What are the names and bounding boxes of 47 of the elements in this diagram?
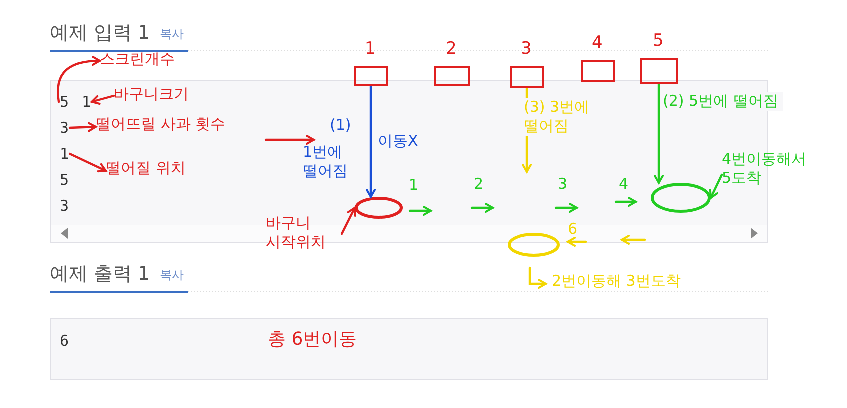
arrow: [709, 174, 724, 200]
annotation-text: 2번이동해 3번도착: [552, 272, 682, 291]
box-number: 4: [592, 34, 603, 53]
annotation-text: 떨어질 위치: [106, 159, 206, 183]
step-number: 4: [619, 175, 630, 194]
code-text: 1: [82, 92, 92, 112]
arrow: [366, 84, 376, 198]
screen-box: [434, 66, 470, 86]
annotation-text: (1): [330, 116, 352, 135]
arrow: [68, 152, 108, 173]
screen-box: [581, 60, 615, 82]
arrow: [57, 56, 102, 104]
step-number: 2: [474, 175, 485, 194]
annotation-text: 떨어뜨릴 사과 횟수: [96, 115, 246, 139]
annotation-text: 1번에 떨어짐: [303, 143, 349, 181]
basket-ellipse: [508, 233, 560, 257]
code-text: 3: [60, 118, 70, 138]
box-number: 2: [446, 40, 457, 59]
code-text: 5: [60, 170, 70, 190]
annotation-text: 바구니 시작위치: [266, 214, 342, 254]
screen-box: [640, 58, 678, 84]
box-number: 5: [653, 32, 664, 51]
step-number: 6: [568, 220, 579, 239]
code-text: 3: [60, 196, 70, 216]
copy-link: 복사: [160, 267, 184, 284]
section-heading: 예제 출력 1: [50, 262, 150, 287]
annotation-text: 총 6번이동: [268, 330, 358, 349]
box-number: 3: [521, 40, 532, 59]
arrow: [340, 206, 356, 236]
arrow: [68, 122, 98, 132]
arrow: [90, 94, 116, 106]
box-number: 1: [365, 40, 376, 59]
screen-box: [510, 66, 544, 88]
annotation-text: 스크린개수: [100, 50, 188, 72]
step-number: 3: [558, 175, 569, 194]
edge-label: (2) 5번에 떨어짐: [663, 92, 783, 111]
annotation-text: 4번이동해서 5도착: [722, 150, 822, 200]
basket-ellipse: [355, 197, 403, 219]
basket-ellipse: [651, 183, 711, 213]
section-heading: 예제 입력 1: [50, 21, 150, 46]
copy-link: 복사: [160, 26, 184, 43]
arrow: [654, 82, 664, 184]
step-number: 1: [409, 176, 420, 195]
code-text: 5: [60, 92, 70, 112]
annotation-text: 바구니크기: [114, 85, 206, 107]
code-text: 1: [60, 144, 70, 164]
screen-box: [354, 66, 388, 86]
